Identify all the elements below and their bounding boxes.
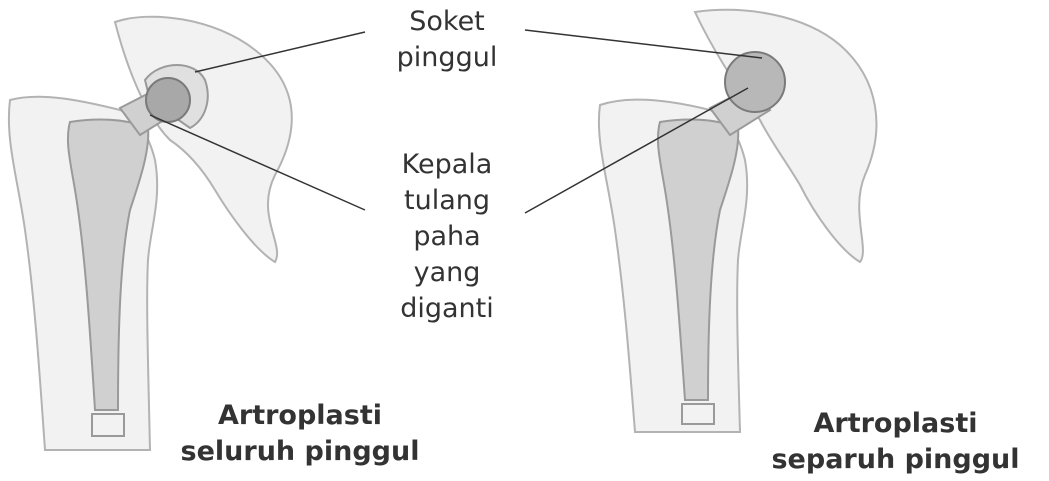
femoral-head-right [725,52,785,112]
caption-total-line2: seluruh pinggul [155,434,445,470]
label-head-line1: Kepala [382,147,512,183]
label-head-line5: diganti [382,291,512,327]
caption-hemi-line2: separuh pinggul [748,442,1043,478]
caption-hemi-line1: Artroplasti [748,406,1043,442]
stem-tip-right [682,404,714,424]
label-socket-line1: Soket [382,4,512,40]
total-hip-illustration [9,17,292,450]
label-head-line3: paha [382,219,512,255]
label-head-line4: yang [382,255,512,291]
label-socket: Soket pinggul [382,4,512,76]
caption-total-hip: Artroplasti seluruh pinggul [155,398,445,470]
label-head-line2: tulang [382,183,512,219]
stem-tip-left [92,414,124,436]
caption-hemi-hip: Artroplasti separuh pinggul [748,406,1043,478]
label-replaced-head: Kepala tulang paha yang diganti [382,147,512,327]
hemi-hip-illustration [599,10,877,432]
label-socket-line2: pinggul [382,40,512,76]
caption-total-line1: Artroplasti [155,398,445,434]
